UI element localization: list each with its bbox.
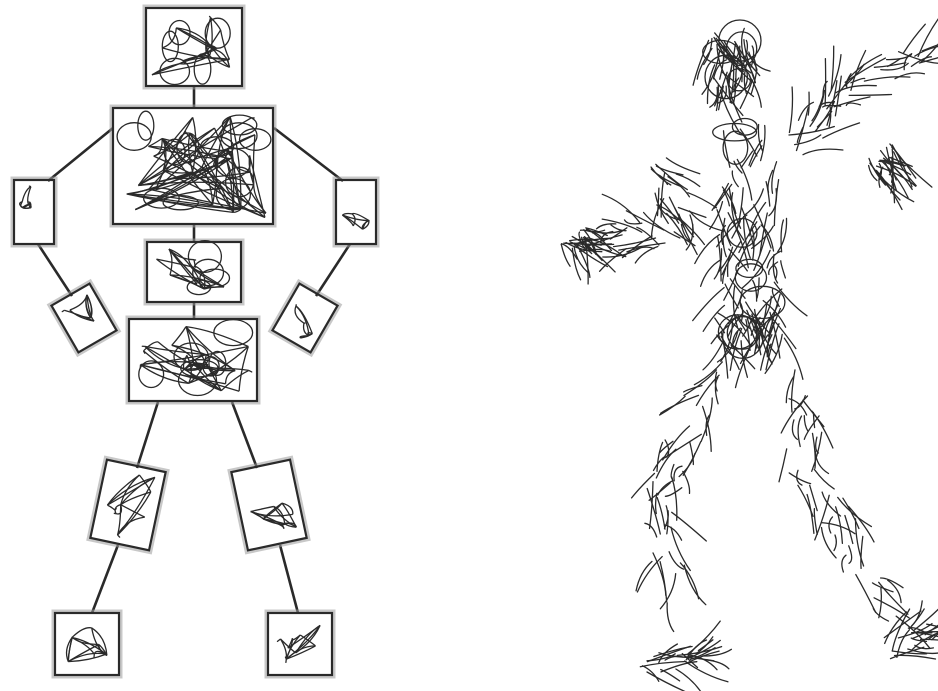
posed-figure-panel bbox=[561, 16, 938, 691]
skeleton-bone bbox=[316, 244, 350, 296]
skeleton-bone bbox=[232, 402, 257, 468]
right-leg-strokes bbox=[779, 370, 930, 648]
torso-strokes bbox=[695, 119, 787, 301]
skeleton-bone bbox=[92, 545, 118, 613]
torso-part-box bbox=[111, 106, 275, 226]
right-forearm-part-box bbox=[270, 281, 341, 355]
skeleton-bone bbox=[48, 128, 113, 181]
part-model-panel bbox=[12, 6, 378, 677]
skeleton-bone bbox=[137, 402, 158, 468]
skeleton-bone bbox=[280, 545, 298, 613]
pelvis-strokes bbox=[693, 264, 807, 388]
left-leg-strokes bbox=[632, 362, 723, 632]
head-part-box bbox=[144, 6, 244, 88]
skeleton-bone bbox=[274, 128, 343, 181]
left-upper-arm-part-box bbox=[12, 178, 56, 246]
skeleton-bone bbox=[38, 244, 72, 296]
left-shin-part-box bbox=[53, 611, 121, 677]
right-foot-strokes bbox=[884, 601, 938, 659]
right-upper-arm-part-box bbox=[334, 178, 378, 246]
left-thigh-part-box bbox=[88, 457, 168, 552]
right-thigh-part-box bbox=[229, 457, 309, 552]
right-shin-part-box bbox=[266, 611, 334, 677]
hips-part-box bbox=[127, 317, 259, 403]
left-forearm-part-box bbox=[49, 281, 120, 355]
left-foot-strokes bbox=[640, 621, 731, 691]
head-strokes bbox=[693, 20, 770, 133]
pelvis-part-box bbox=[145, 240, 243, 304]
right-arm-strokes bbox=[789, 16, 938, 155]
right-hand-strokes bbox=[869, 144, 932, 209]
